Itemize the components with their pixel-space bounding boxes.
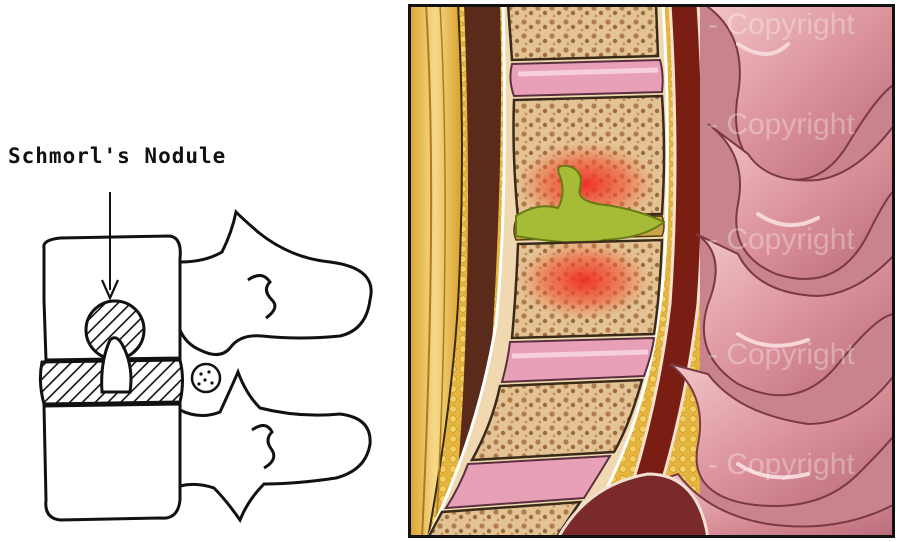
vertebra-1: [508, 4, 658, 60]
neural-foramen: [192, 364, 220, 392]
disc-1: [510, 60, 662, 96]
watermark-3: - Copyright: [708, 223, 855, 256]
watermark-4: - Copyright: [708, 338, 855, 371]
lower-posterior-element: [180, 372, 370, 520]
spine-cross-section-illustration: - Copyright - Copyright - Copyright - Co…: [408, 4, 895, 538]
upper-posterior-element: [180, 212, 371, 355]
watermark-1: - Copyright: [708, 8, 855, 41]
disc-3: [502, 338, 654, 382]
watermark-5: - Copyright: [708, 448, 855, 481]
lower-vertebral-body: [44, 404, 180, 520]
watermark-2: - Copyright: [708, 108, 855, 141]
pointer-arrow: [102, 192, 118, 298]
vertebra-4: [472, 380, 642, 460]
upper-facet-mark: [248, 275, 275, 318]
vertebra-line-diagram: [0, 0, 420, 542]
lower-facet-mark: [252, 425, 274, 468]
